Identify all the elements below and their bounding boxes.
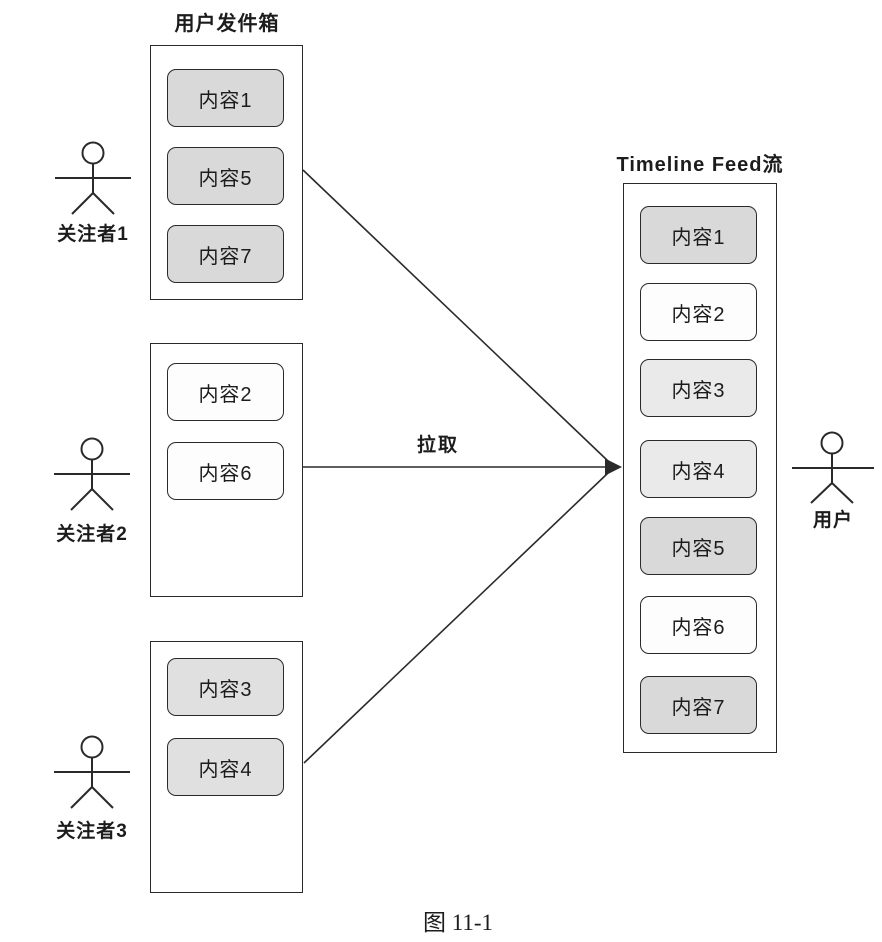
pull-label: 拉取 xyxy=(417,435,460,456)
timeline-item-1: 内容1 xyxy=(640,206,757,264)
figure-leg-left xyxy=(70,488,93,511)
follower-2-item-1: 内容2 xyxy=(167,363,284,421)
pull-line-from-follower-1 xyxy=(302,169,609,462)
timeline-feed-box: 内容1 内容2 内容3 内容4 内容5 内容6 内容7 xyxy=(623,183,777,753)
figure-caption: 图 11-1 xyxy=(422,910,494,935)
figure-head xyxy=(80,437,104,461)
follower-2-label: 关注者2 xyxy=(56,524,128,545)
follower-1-figure xyxy=(55,141,131,215)
figure-leg-right xyxy=(92,192,115,215)
follower-2-item-2: 内容6 xyxy=(167,442,284,500)
follower-1-item-2: 内容5 xyxy=(167,147,284,205)
pull-line-from-follower-3 xyxy=(303,472,609,764)
figure-leg-left xyxy=(70,786,93,809)
follower-2-figure xyxy=(54,437,130,511)
figure-leg-left xyxy=(810,482,833,504)
timeline-item-3: 内容3 xyxy=(640,359,757,417)
figure-leg-right xyxy=(831,482,854,504)
timeline-item-4: 内容4 xyxy=(640,440,757,498)
follower-2-outbox: 内容2 内容6 xyxy=(150,343,303,597)
follower-3-label: 关注者3 xyxy=(56,821,128,842)
follower-1-item-3: 内容7 xyxy=(167,225,284,283)
figure-leg-right xyxy=(91,786,114,809)
timeline-item-2: 内容2 xyxy=(640,283,757,341)
follower-1-outbox: 内容1 内容5 内容7 xyxy=(150,45,303,300)
follower-3-item-2: 内容4 xyxy=(167,738,284,796)
follower-1-item-1: 内容1 xyxy=(167,69,284,127)
outbox-title: 用户发件箱 xyxy=(174,13,280,35)
timeline-title: Timeline Feed流 xyxy=(616,154,784,176)
pull-arrowhead xyxy=(605,458,622,476)
figure-head xyxy=(80,735,104,759)
figure-leg-left xyxy=(71,192,94,215)
figure-head xyxy=(820,431,844,455)
timeline-item-6: 内容6 xyxy=(640,596,757,654)
user-figure xyxy=(792,431,874,504)
figure-head xyxy=(81,141,105,165)
follower-1-label: 关注者1 xyxy=(57,224,129,245)
follower-3-outbox: 内容3 内容4 xyxy=(150,641,303,893)
follower-3-item-1: 内容3 xyxy=(167,658,284,716)
timeline-item-7: 内容7 xyxy=(640,676,757,734)
timeline-item-5: 内容5 xyxy=(640,517,757,575)
figure-leg-right xyxy=(91,488,114,511)
follower-3-figure xyxy=(54,735,130,809)
user-label: 用户 xyxy=(812,510,853,531)
